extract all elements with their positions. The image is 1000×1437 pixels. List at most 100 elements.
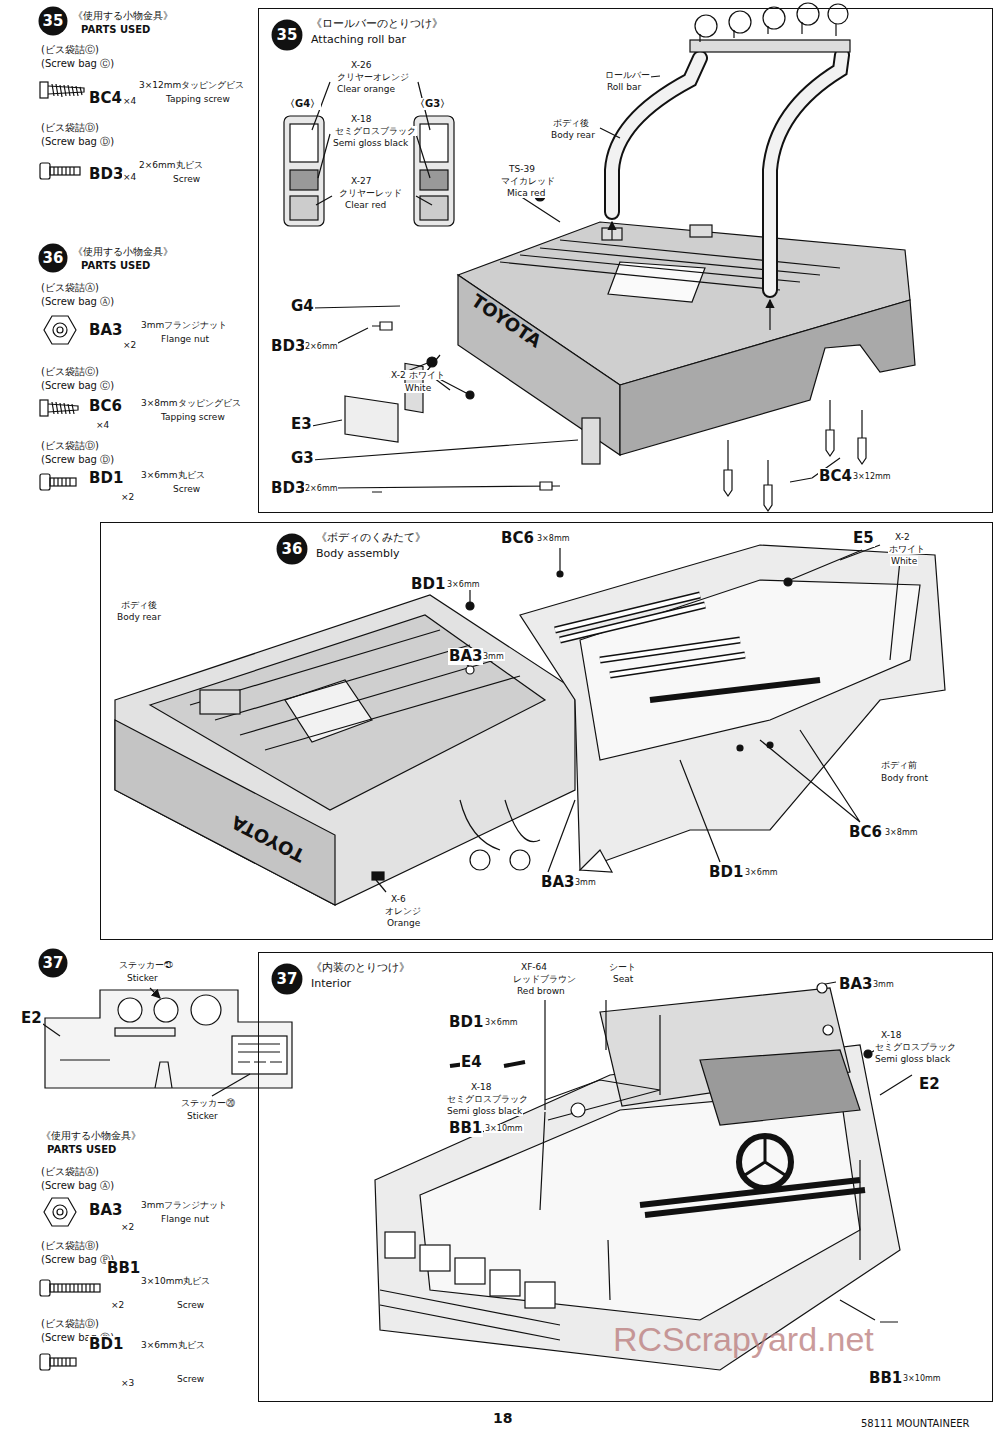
part-code: BD1 <box>88 470 124 487</box>
callout-label: Flange nut <box>160 1214 210 1224</box>
step-number: 37 <box>271 963 303 995</box>
part-code: BD1 <box>708 864 744 881</box>
callout-label: 3×12mm <box>852 472 892 481</box>
callout-label: セミグロスブラック <box>446 1094 529 1104</box>
callout-label: (Screw bag Ⓒ) <box>40 380 115 392</box>
part-code: BA3 <box>540 874 575 891</box>
callout-label: 2×6mm <box>304 484 338 493</box>
callout-label: Red brown <box>516 986 566 996</box>
callout-label: (Screw bag Ⓓ) <box>40 136 115 148</box>
callout-label: PARTS USED <box>46 1144 117 1156</box>
part-code: BA3 <box>838 976 873 993</box>
watermark: RCScrapyard.net <box>612 1320 875 1359</box>
callout-label: レッドブラウン <box>512 974 577 984</box>
callout-label: セミグロスブラック <box>334 126 417 136</box>
callout-label: 〈G3〉 <box>414 98 451 110</box>
step-number: 37 <box>38 948 68 978</box>
step-heading: Attaching roll bar <box>311 33 406 46</box>
callout-label: X-27 <box>350 176 372 186</box>
callout-label: 3mm <box>482 652 505 661</box>
callout-label: Tapping screw <box>160 412 226 422</box>
callout-label: 《使用する小物金具》 <box>72 246 174 258</box>
callout-label: 3mmフランジナット <box>140 320 228 330</box>
callout-label: Body rear <box>550 130 596 140</box>
callout-label: ×2 <box>122 340 137 350</box>
callout-label: ステッカー⑳ <box>180 1098 236 1108</box>
callout-label: X-18 <box>350 114 372 124</box>
callout-label: (ビス袋詰Ⓓ) <box>40 440 100 452</box>
callout-label: Sticker <box>186 1111 219 1121</box>
part-code: BB1 <box>448 1120 483 1137</box>
part-code: BD3 <box>270 480 306 497</box>
step-number: 35 <box>271 19 303 51</box>
callout-label: 3×10mm <box>902 1374 942 1383</box>
callout-label: 《使用する小物金具》 <box>72 10 174 22</box>
callout-label: Roll bar <box>606 82 642 92</box>
callout-label: 3×10mm丸ビス <box>140 1276 211 1286</box>
callout-label: Mica red <box>506 188 546 198</box>
callout-label: (Screw bag Ⓐ) <box>40 1180 115 1192</box>
callout-label: 58111 MOUNTAINEER <box>860 1418 970 1430</box>
callout-label: PARTS USED <box>80 24 151 36</box>
callout-label: Body front <box>880 773 929 783</box>
callout-label: ボディ後 <box>120 600 158 610</box>
callout-label: クリヤーレッド <box>338 188 403 198</box>
callout-label: Sticker <box>126 973 159 983</box>
callout-label: ×2 <box>120 1222 135 1232</box>
callout-label: ロールバー <box>604 70 651 80</box>
callout-label: マイカレッド <box>500 176 556 186</box>
callout-label: 〈G4〉 <box>284 98 321 110</box>
step-number-text: 36 <box>38 243 68 273</box>
callout-label: X-18 <box>880 1030 902 1040</box>
callout-label: Semi gloss black <box>332 138 409 148</box>
callout-label: ×4 <box>122 172 137 182</box>
callout-label: Tapping screw <box>165 94 231 104</box>
callout-label: ステッカー㉑ <box>118 960 174 970</box>
part-code: BA3 <box>448 648 483 665</box>
step-number-text: 37 <box>38 948 68 978</box>
part-code: BD3 <box>270 338 306 355</box>
callout-label: 3×6mm <box>744 868 778 877</box>
part-code: BD1 <box>410 576 446 593</box>
callout-label: Seat <box>612 974 634 984</box>
part-code: E2 <box>918 1076 941 1093</box>
part-code: BC4 <box>818 468 853 485</box>
callout-label: Screw <box>172 484 201 494</box>
callout-label: オレンジ <box>384 906 422 916</box>
callout-label: (ビス袋詰Ⓒ) <box>40 44 100 56</box>
part-code: BC6 <box>88 398 123 415</box>
callout-label: Semi gloss black <box>874 1054 951 1064</box>
callout-label: X-2 <box>894 532 911 542</box>
callout-label: (Screw bag Ⓐ) <box>40 296 115 308</box>
step-number-text: 35 <box>271 19 303 51</box>
callout-label: 3mm <box>872 980 895 989</box>
callout-label: 3×10mm <box>484 1124 524 1133</box>
callout-label: White <box>890 556 918 566</box>
callout-label: 2×6mm丸ビス <box>138 160 204 170</box>
callout-label: 3×6mm丸ビス <box>140 470 206 480</box>
callout-label: 3×6mm丸ビス <box>140 1340 206 1350</box>
callout-label: ボディ後 <box>552 118 590 128</box>
part-code: E3 <box>290 416 313 433</box>
step-heading: 《ボディのくみたて》 <box>316 531 426 544</box>
callout-label: (Screw bag Ⓒ) <box>40 58 115 70</box>
callout-label: Clear red <box>344 200 387 210</box>
callout-label: ×2 <box>110 1300 125 1310</box>
callout-label: シート <box>608 962 637 972</box>
callout-label: PARTS USED <box>80 260 151 272</box>
part-code: 18 <box>492 1410 513 1426</box>
step-heading: Body assembly <box>316 547 400 560</box>
callout-label: セミグロスブラック <box>874 1042 957 1052</box>
callout-label: ×3 <box>120 1378 135 1388</box>
callout-label: (ビス袋詰Ⓑ) <box>40 1240 100 1252</box>
part-code: BA3 <box>88 322 123 339</box>
step-number-text: 36 <box>276 533 308 565</box>
callout-label: 2×6mm <box>304 342 338 351</box>
callout-label: 3×8mm <box>536 534 570 543</box>
callout-label: (ビス袋詰Ⓐ) <box>40 282 100 294</box>
step-number-text: 35 <box>38 6 68 36</box>
callout-label: (Screw bag Ⓑ) <box>40 1254 115 1266</box>
callout-label: (ビス袋詰Ⓐ) <box>40 1166 100 1178</box>
callout-label: 3×6mm <box>484 1018 518 1027</box>
